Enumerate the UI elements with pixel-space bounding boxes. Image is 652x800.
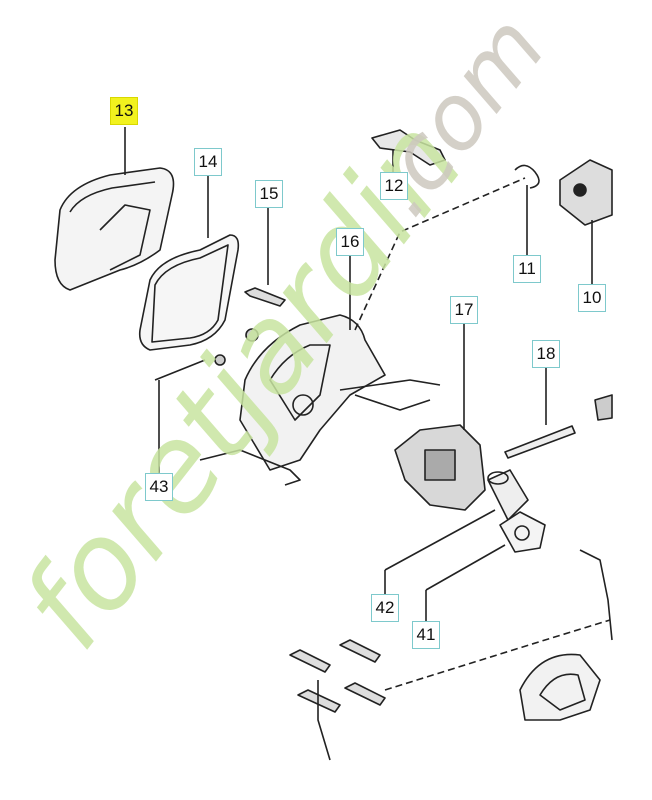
bolts-group bbox=[289, 619, 611, 761]
part-42-spacer bbox=[384, 469, 529, 594]
callout-42[interactable]: 42 bbox=[371, 594, 399, 622]
callout-43[interactable]: 43 bbox=[145, 473, 173, 501]
callout-10[interactable]: 10 bbox=[578, 284, 606, 312]
part-41-gasket bbox=[425, 511, 546, 621]
part-14-filter bbox=[138, 176, 240, 351]
part-18-rod bbox=[504, 368, 613, 459]
callout-16[interactable]: 16 bbox=[336, 228, 364, 256]
right-edge-parts bbox=[519, 549, 613, 721]
part-12-lever bbox=[371, 129, 446, 172]
part-17-carburetor bbox=[394, 324, 486, 511]
callout-41[interactable]: 41 bbox=[412, 621, 440, 649]
callout-12[interactable]: 12 bbox=[380, 172, 408, 200]
callout-18[interactable]: 18 bbox=[532, 340, 560, 368]
part-10-part bbox=[559, 159, 613, 284]
callout-13[interactable]: 13 bbox=[110, 97, 138, 125]
callout-11[interactable]: 11 bbox=[513, 255, 541, 283]
part-11-spring bbox=[514, 164, 540, 255]
callout-17[interactable]: 17 bbox=[450, 296, 478, 324]
callout-14[interactable]: 14 bbox=[194, 148, 222, 176]
callout-15[interactable]: 15 bbox=[255, 180, 283, 208]
part-15-bolt bbox=[154, 208, 286, 473]
part-13-air-filter-cover bbox=[54, 127, 175, 291]
part-16-housing bbox=[199, 177, 526, 486]
